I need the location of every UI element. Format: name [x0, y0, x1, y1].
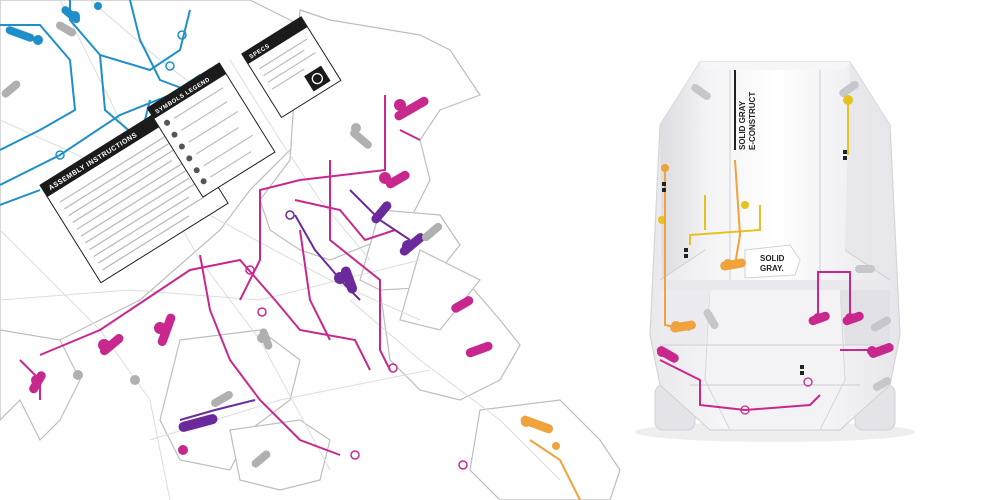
unfolded-template-sheet: ASSEMBLY INSTRUCTIONS SYMBOLS LEGEND — [0, 0, 621, 500]
logo-line1: SOLID — [760, 254, 785, 263]
magenta-circuit — [19, 95, 421, 456]
symbols-legend-panel: SYMBOLS LEGEND — [146, 62, 276, 198]
assembled-model: SOLID GRAY E-CONSTRUCT SOLID GRAY. — [635, 61, 915, 442]
model-yellow-circuit — [689, 100, 849, 245]
model-label-line1: SOLID GRAY — [738, 100, 747, 150]
sheet-piece-tab — [399, 249, 481, 331]
sheet-piece-bottom — [229, 419, 331, 491]
model-label-line2: E-CONSTRUCT — [748, 92, 757, 150]
orange-circuit — [529, 439, 581, 500]
logo-line2: GRAY. — [760, 264, 784, 273]
specs-panel: SPECS — [241, 16, 342, 119]
recycle-icon — [304, 65, 331, 92]
